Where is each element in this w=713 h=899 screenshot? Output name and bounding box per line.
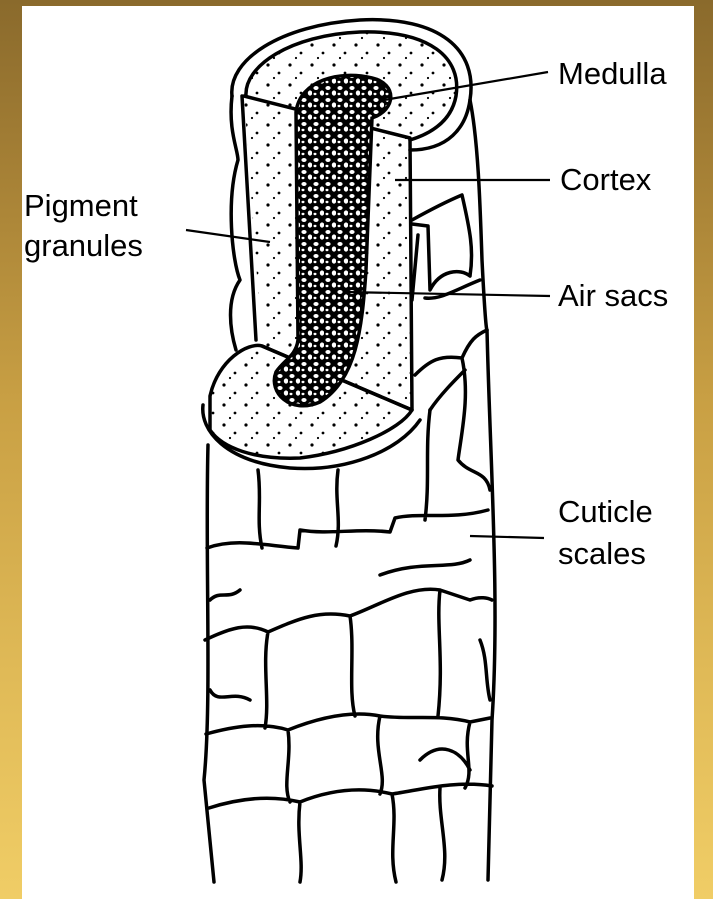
label-pigment-line2: granules [24,228,143,264]
label-pigment-line1: Pigment [24,188,138,224]
label-cuticle-line1: Cuticle [558,494,653,530]
cuticle-scale-edges [205,410,492,882]
label-medulla: Medulla [558,56,667,92]
label-air-sacs: Air sacs [558,278,668,314]
label-cuticle-line2: scales [558,536,646,572]
leader-cuticle [470,536,544,538]
label-cortex: Cortex [560,162,651,198]
